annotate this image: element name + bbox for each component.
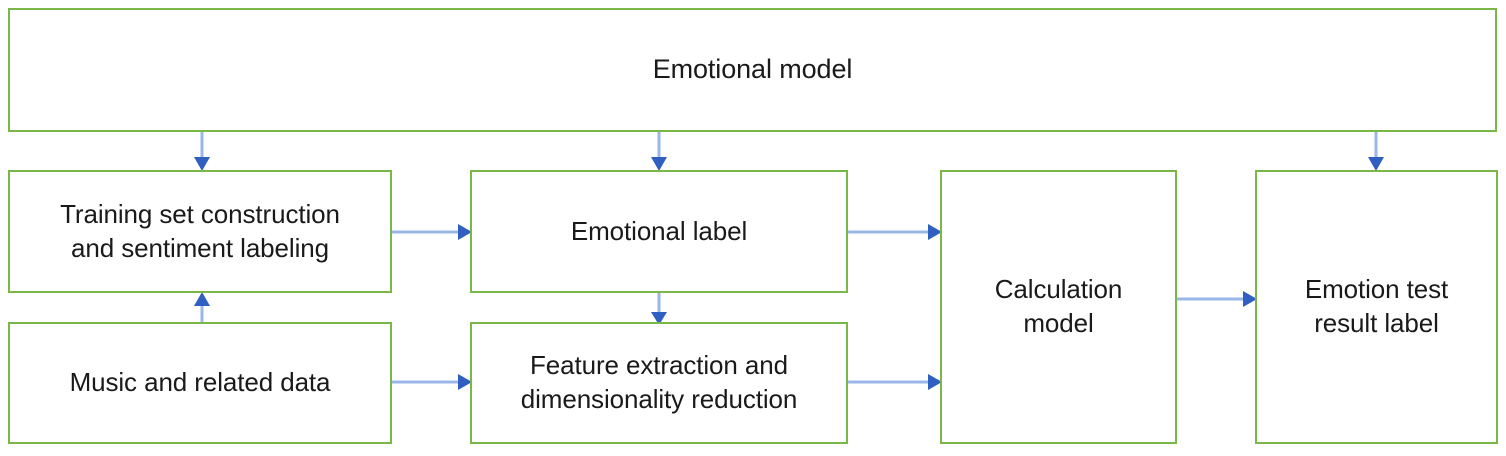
node-emotional-label[interactable]: Emotional label [470,170,848,293]
node-feature-extraction-label: Feature extraction and dimensionality re… [520,350,798,414]
node-music-data[interactable]: Music and related data [8,322,392,444]
node-emotion-test-result-label[interactable]: Emotion test result label [1255,170,1498,444]
arrow-emotional-model-to-training-set [186,131,218,173]
arrow-music-data-to-training-set [186,291,218,324]
arrow-emotional-model-to-result-label [1360,131,1392,173]
arrow-feature-extract-to-calculation-model [846,366,944,398]
arrow-music-data-to-feature-extract [390,366,474,398]
arrow-calculation-model-to-result-label [1175,283,1259,315]
node-training-set[interactable]: Training set construction and sentiment … [8,170,392,293]
arrow-emotional-label-to-feature-extract [643,291,675,326]
node-emotional-model[interactable]: Emotional model [8,8,1497,132]
node-calculation-model-label: Calculation model [994,274,1123,338]
node-music-data-label: Music and related data [69,367,331,398]
node-emotion-test-result-label-label: Emotion test result label [1304,274,1449,338]
node-training-set-label: Training set construction and sentiment … [60,198,340,263]
arrow-emotional-label-to-calculation-model [846,216,944,248]
arrow-training-set-to-emotional-label [390,216,474,248]
arrow-emotional-model-to-emotional-label [643,131,675,173]
node-emotional-label-label: Emotional label [570,215,748,246]
node-emotional-model-label: Emotional model [652,54,853,85]
node-calculation-model[interactable]: Calculation model [940,170,1177,444]
node-feature-extraction[interactable]: Feature extraction and dimensionality re… [470,322,848,444]
